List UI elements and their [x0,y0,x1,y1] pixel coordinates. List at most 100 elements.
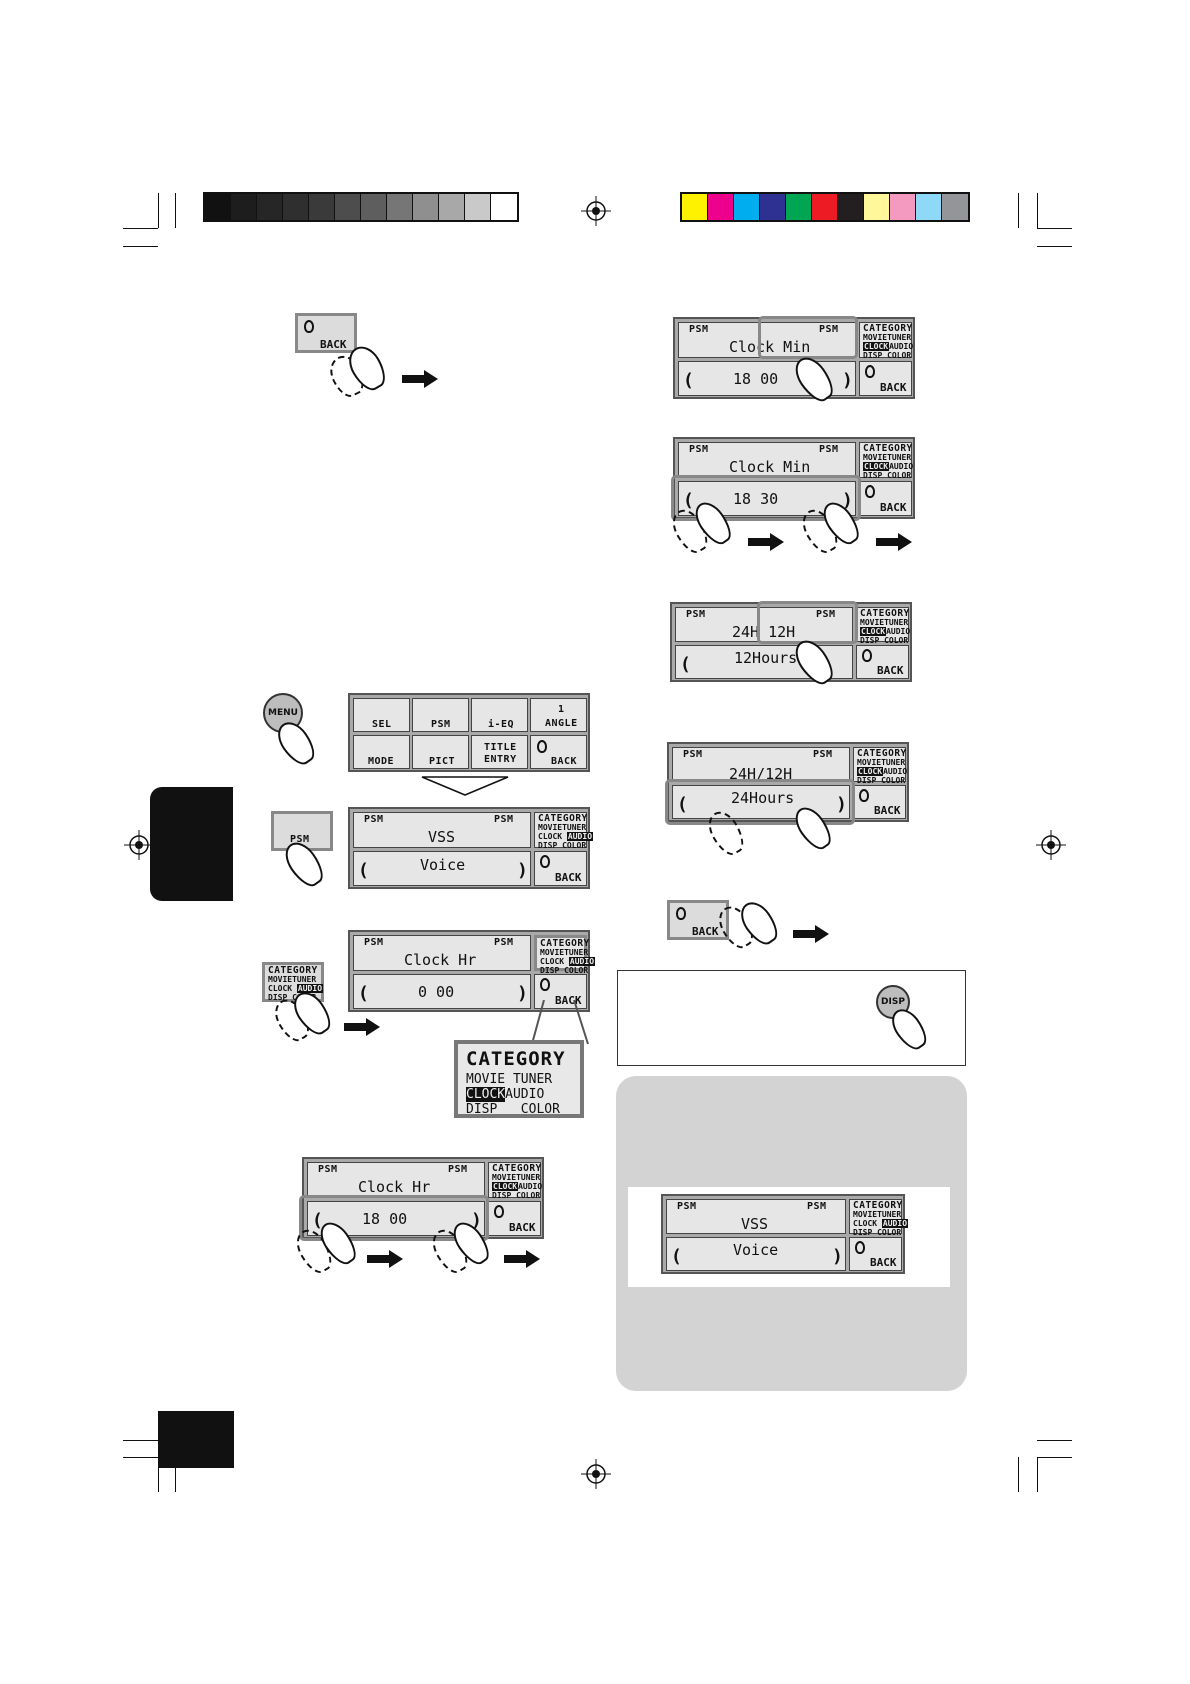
right-turn-icon: ) [517,860,528,881]
menu-label: PICT [429,756,456,767]
right-turn-icon: ) [832,1246,843,1267]
psm-left-label: PSM [364,937,384,948]
left-turn-icon: ( [671,1246,682,1267]
voice-text: Voice [733,1241,779,1259]
knob-icon [855,1241,865,1254]
clock-min-top-cell[interactable]: PSM PSM Clock Min [678,442,856,478]
category-menu: CATEGORY MOVIETUNER CLOCK AUDIO DISP COL… [538,813,594,850]
back-cell[interactable]: BACK [853,785,906,819]
psm-right-label: PSM [813,749,833,760]
highlight-frame [757,601,858,644]
menu-title-entry-button[interactable]: TITLE ENTRY [471,735,528,769]
left-turn-icon: ( [677,794,688,815]
back-cell[interactable]: BACK [488,1201,541,1236]
back-label: BACK [870,1256,897,1269]
back-cell[interactable]: BACK [856,645,909,679]
category-cell[interactable]: CATEGORY MOVIETUNER CLOCKAUDIO DISP COLO… [488,1162,542,1200]
psm-left-label: PSM [677,1201,697,1212]
menu-label: BACK [551,756,578,767]
disp-tip-box: DISP [617,970,966,1066]
back-cell[interactable]: BACK [849,1237,902,1271]
color-swatch [916,194,942,220]
psm-right-label: PSM [494,937,514,948]
back-button[interactable]: BACK [667,900,729,940]
right-turn-icon: ) [471,1210,482,1231]
right-arrow-icon [504,1250,540,1268]
back-cell[interactable]: BACK [534,851,587,886]
knob-icon [537,740,547,753]
color-swatch [465,194,491,220]
menu-pict-button[interactable]: PICT [412,735,469,769]
clock-hr-bottom-cell[interactable]: ( 0 00 ) [353,974,531,1009]
section-tab [150,787,233,901]
clock-min-top-cell[interactable]: PSM PSM Clock Min [678,322,856,358]
menu-sel-button[interactable]: SEL [353,698,410,732]
menu-ieq-button[interactable]: i-EQ [471,698,528,732]
category-cell[interactable]: CATEGORY MOVIETUNER CLOCKAUDIO DISP COLO… [859,442,914,480]
psm-button[interactable]: PSM [271,811,333,851]
vss-top-cell[interactable]: PSM PSM VSS [666,1199,846,1234]
hour-mode-text: 24H/12H [729,765,793,783]
voice-bottom-cell[interactable]: ( Voice ) [666,1237,846,1271]
left-turn-icon: ( [312,1210,323,1231]
back-cell[interactable]: BACK [534,974,587,1009]
category-cell[interactable]: CATEGORY MOVIETUNER CLOCKAUDIO DISP COLO… [853,747,907,785]
psm-left-label: PSM [686,609,706,620]
psm-right-label: PSM [816,609,836,620]
category-cell[interactable]: CATEGORY MOVIETUNER CLOCKAUDIO DISP COLO… [856,607,910,645]
menu-label: PSM [431,719,451,730]
clock-min-30-screen: PSM PSM Clock Min CATEGORY MOVIETUNER CL… [673,437,915,519]
hour-mode-bottom-cell[interactable]: ( 24Hours ) [672,785,850,819]
left-turn-icon: ( [358,983,369,1004]
hour-mode-top-cell[interactable]: PSM PSM 24H 12H [675,607,853,642]
color-swatch [205,194,231,220]
color-swatch [413,194,439,220]
clock-min-text: Clock Min [729,458,811,476]
color-swatch [864,194,890,220]
back-cell[interactable]: BACK [859,361,912,396]
menu-psm-button[interactable]: PSM [412,698,469,732]
category-cell[interactable]: CATEGORY MOVIETUNER CLOCKAUDIO DISP COLO… [859,322,913,360]
category-menu: CATEGORY MOVIETUNER CLOCKAUDIO DISP COLO… [863,443,914,480]
clock-hr-screen: PSM PSM Clock Hr CATEGORY MOVIETUNER CLO… [348,930,596,1012]
voice-bottom-cell[interactable]: ( Voice ) [353,851,531,886]
back-cell[interactable]: BACK [859,481,912,516]
back-label: BACK [874,804,901,817]
vss-top-cell[interactable]: PSM PSM VSS [353,812,531,848]
highlight-frame [671,475,861,521]
menu-angle-button[interactable]: 1 ANGLE [530,698,587,732]
clock-hr-text: Clock Hr [358,1178,431,1196]
back-label: BACK [320,338,347,351]
hour-mode-top-cell[interactable]: PSM PSM 24H/12H [672,747,850,783]
color-swatch [708,194,734,220]
vss-text: VSS [741,1215,769,1233]
category-cell[interactable]: CATEGORY MOVIETUNER CLOCK AUDIO DISP COL… [534,935,596,975]
clock-hr-top-cell[interactable]: PSM PSM Clock Hr [307,1162,485,1198]
menu-label: SEL [372,719,392,730]
back-button[interactable]: BACK [295,313,357,353]
right-turn-icon: ) [517,983,528,1004]
menu-back-button[interactable]: BACK [530,735,587,769]
back-label: BACK [877,664,904,677]
color-swatch [760,194,786,220]
menu-label: i-EQ [488,719,515,730]
category-cell[interactable]: CATEGORY MOVIETUNER CLOCK AUDIO DISP COL… [534,812,594,850]
clock-time-text: 18 00 [733,370,779,388]
menu-mode-button[interactable]: MODE [353,735,410,769]
right-arrow-icon [367,1250,403,1268]
knob-icon [865,365,875,378]
hour-mode-text: 24H 12H [732,623,796,641]
menu-label: 1 ANGLE [545,704,578,729]
registration-target-icon [1036,830,1066,860]
left-turn-icon: ( [683,370,694,391]
process-color-calibration-bar [680,192,970,222]
highlight-frame [665,779,855,825]
clock-min-text: Clock Min [729,338,811,356]
page-number-box [158,1411,234,1468]
highlight-frame [299,1195,489,1241]
clock-hr-top-cell[interactable]: PSM PSM Clock Hr [353,935,531,971]
knob-icon [540,855,550,868]
down-arrow-icon [421,776,509,796]
right-arrow-icon [793,925,829,943]
category-cell[interactable]: CATEGORY MOVIETUNER CLOCK AUDIO DISP COL… [849,1199,909,1237]
